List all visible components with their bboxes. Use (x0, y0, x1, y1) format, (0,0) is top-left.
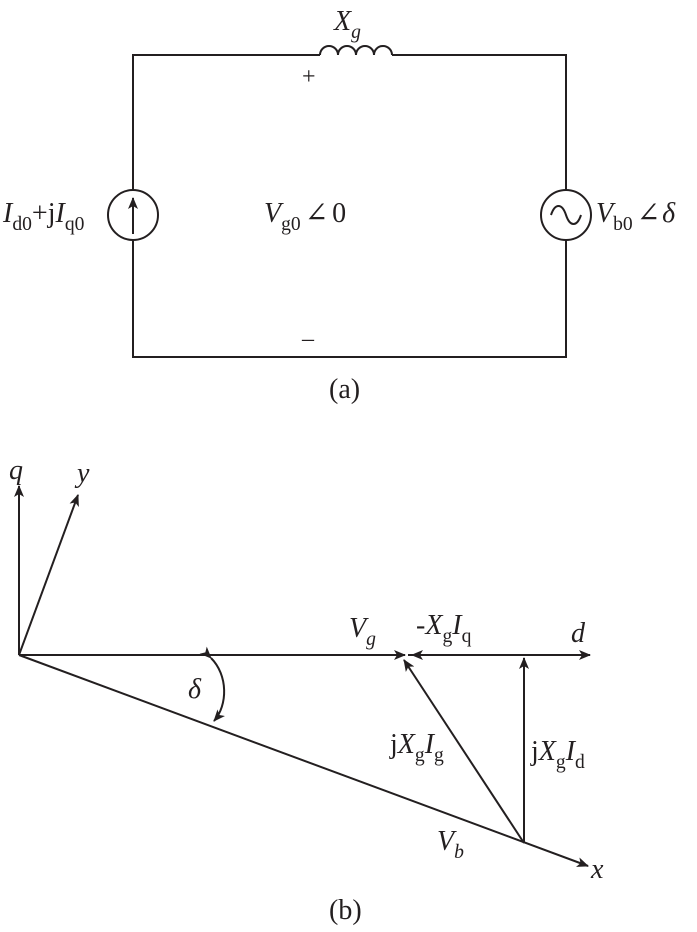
x-axis-label: x (590, 854, 604, 885)
jxgig-label: jXgIg (389, 729, 444, 766)
y-axis-label: y (74, 458, 90, 489)
neg-xgiq-label: -XgIq (416, 610, 472, 647)
node-voltage-label: Vg0∠0 (264, 198, 346, 235)
jxgid-label: jXgId (530, 736, 585, 773)
circuit-wire (132, 54, 567, 358)
ac-voltage-source (540, 189, 592, 241)
circuit-diagram: Xg + – Id0+jIq0 Vg0∠0 Vb0∠δ (a) (2, 6, 676, 405)
jxgig-vector (403, 659, 525, 844)
plus-sign: + (302, 64, 316, 90)
delta-label: δ (188, 674, 202, 705)
current-source (107, 189, 159, 241)
phasor-diagram: q y d x δ Vg Vb -XgIq jXgIg jXgId (b) (9, 455, 604, 926)
inductor-coil (319, 45, 393, 56)
current-source-label: Id0+jIq0 (2, 198, 85, 235)
minus-sign: – (301, 326, 315, 352)
y-axis (18, 494, 79, 656)
reactance-label: Xg (333, 6, 361, 43)
sine-wave-icon (550, 205, 582, 225)
vb-label: Vb (437, 826, 464, 863)
d-axis-label: d (571, 618, 586, 649)
voltage-source-label: Vb0∠δ (596, 198, 676, 235)
vb-x-vector (18, 654, 589, 867)
q-axis-label: q (9, 455, 23, 486)
vg-label: Vg (349, 613, 376, 650)
caption-a: (a) (329, 374, 360, 405)
delta-angle-arc (199, 646, 226, 722)
caption-b: (b) (329, 895, 362, 926)
